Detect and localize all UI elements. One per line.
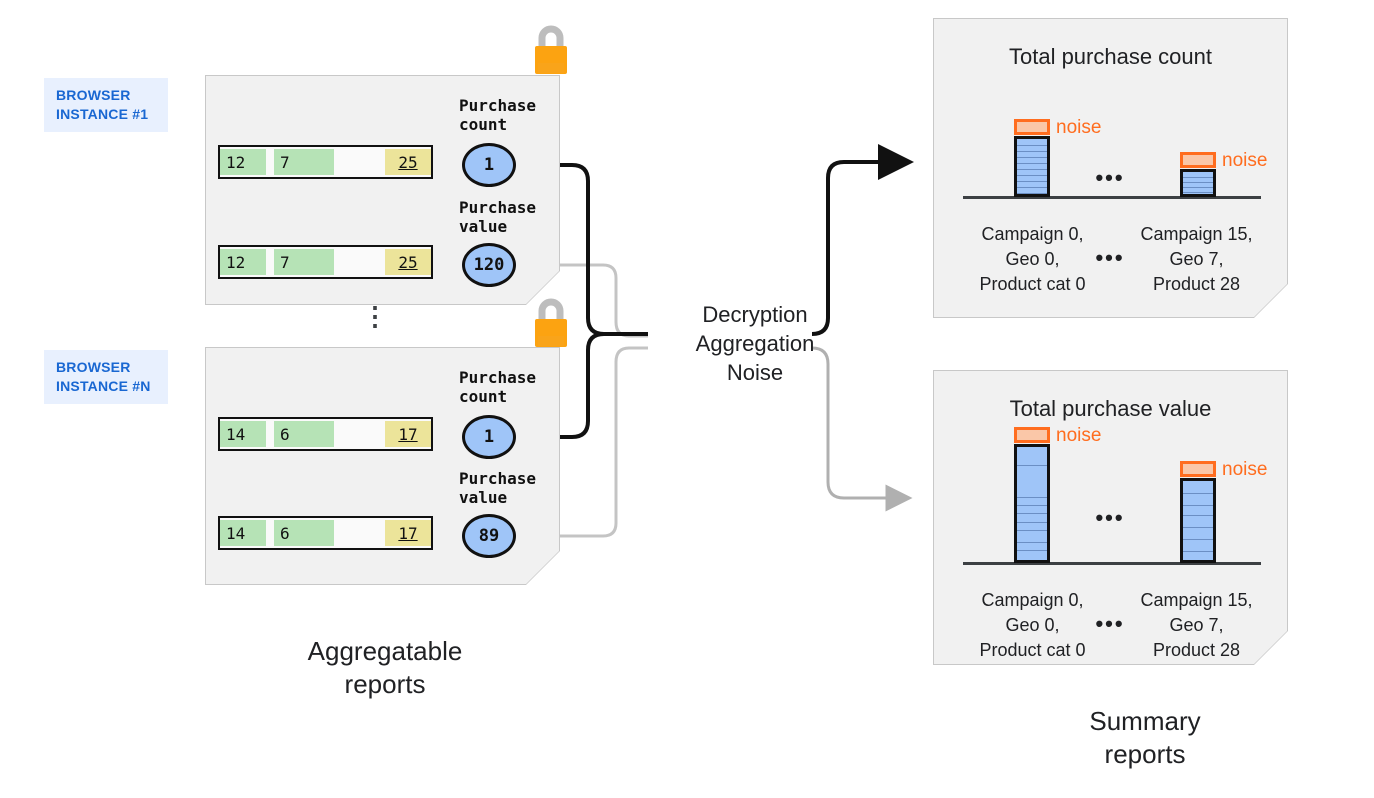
- noise-annotation-bar-2: noise: [1222, 459, 1268, 480]
- report-cell-value: 17: [385, 421, 431, 447]
- aggregation-service-label: Decryption Aggregation Noise: [650, 300, 860, 387]
- metric-bubble-purchase-count: 1: [462, 415, 516, 459]
- metric-label-purchase-value: Purchase value: [459, 469, 537, 507]
- bar-purchase-count-campaign-15: [1180, 169, 1216, 197]
- report-row: 14 6 17: [218, 516, 433, 550]
- summary-title-purchase-value: Total purchase value: [1009, 396, 1212, 421]
- decryption-label: Decryption: [702, 302, 808, 327]
- browser-instance-n-label: BROWSER INSTANCE #N: [44, 350, 168, 404]
- noise-annotation-bar-1: noise: [1056, 425, 1102, 446]
- report-cell-geo: 7: [274, 149, 334, 175]
- report-cell-value: 25: [385, 149, 431, 175]
- noise-cap-bar-1: [1014, 427, 1050, 443]
- category-label-campaign-15: Campaign 15, Geo 7, Product 28: [1140, 590, 1253, 660]
- summary-report-card-count: [933, 18, 1288, 318]
- metric-label-purchase-count: Purchase count: [459, 368, 537, 406]
- noise-cap-bar-2: [1180, 152, 1216, 168]
- report-row: 14 6 17: [218, 417, 433, 451]
- chart-axis: [963, 562, 1261, 565]
- report-cell-campaign: 14: [220, 520, 266, 546]
- category-label-campaign-15: Campaign 15, Geo 7, Product 28: [1140, 224, 1253, 294]
- metric-bubble-purchase-value: 89: [462, 514, 516, 558]
- category-ellipsis-count: •••: [1095, 245, 1125, 270]
- report-row: 12 7 25: [218, 245, 433, 279]
- vertical-ellipsis: ⋮: [362, 301, 388, 331]
- summary-reports-caption: Summary reports: [1089, 706, 1201, 769]
- browser-instance-1-label: BROWSER INSTANCE #1: [44, 78, 168, 132]
- bar-purchase-value-campaign-15: [1180, 478, 1216, 563]
- report-row: 12 7 25: [218, 145, 433, 179]
- metric-bubble-purchase-count: 1: [462, 143, 516, 187]
- noise-label: Noise: [726, 360, 784, 385]
- report-cell-campaign: 14: [220, 421, 266, 447]
- category-ellipsis-value: •••: [1095, 611, 1125, 636]
- metric-label-purchase-value: Purchase value: [459, 198, 537, 236]
- metric-label-purchase-count: Purchase count: [459, 96, 537, 134]
- report-cell-campaign: 12: [220, 149, 266, 175]
- report-cell-geo: 6: [274, 520, 334, 546]
- padlock-icon: [535, 25, 567, 74]
- report-cell-geo: 6: [274, 421, 334, 447]
- bar-purchase-value-campaign-0: [1014, 444, 1050, 563]
- report-cell-geo: 7: [274, 249, 334, 275]
- category-label-campaign-0: Campaign 0, Geo 0, Product cat 0: [979, 590, 1086, 660]
- noise-annotation-bar-1: noise: [1056, 117, 1102, 138]
- noise-cap-bar-1: [1014, 119, 1050, 135]
- summary-report-card-value: [933, 370, 1288, 665]
- noise-cap-bar-2: [1180, 461, 1216, 477]
- report-cell-campaign: 12: [220, 249, 266, 275]
- noise-annotation-bar-2: noise: [1222, 150, 1268, 171]
- category-label-campaign-0: Campaign 0, Geo 0, Product cat 0: [979, 224, 1086, 294]
- report-cell-value: 17: [385, 520, 431, 546]
- padlock-icon: [535, 298, 567, 347]
- aggregatable-reports-caption: Aggregatable reports: [307, 636, 463, 699]
- bar-purchase-count-campaign-0: [1014, 136, 1050, 197]
- summary-title-purchase-count: Total purchase count: [1008, 44, 1213, 69]
- report-cell-value: 25: [385, 249, 431, 275]
- aggregation-label: Aggregation: [695, 331, 815, 356]
- metric-bubble-purchase-value: 120: [462, 243, 516, 287]
- chart-ellipsis-value: •••: [1095, 505, 1125, 530]
- chart-ellipsis-count: •••: [1095, 165, 1125, 190]
- chart-axis: [963, 196, 1261, 199]
